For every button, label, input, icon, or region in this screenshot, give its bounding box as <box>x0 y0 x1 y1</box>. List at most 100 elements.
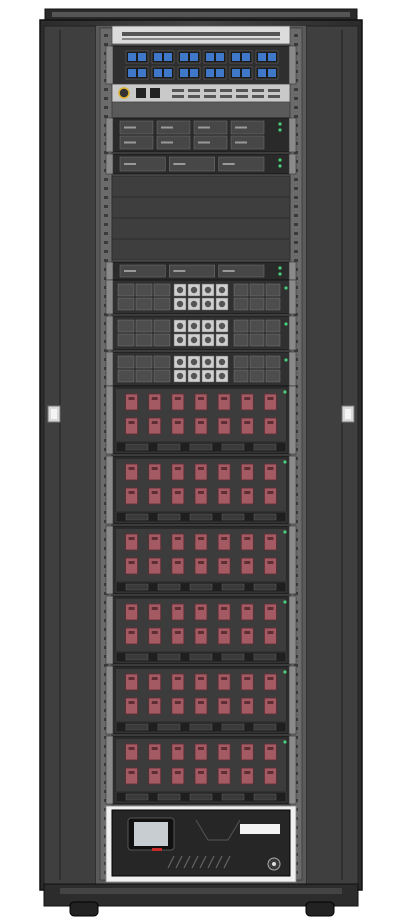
drive-bay[interactable] <box>265 297 281 311</box>
drive-bay[interactable] <box>265 319 281 333</box>
io-module[interactable] <box>221 583 245 591</box>
disk-drive[interactable] <box>125 417 138 435</box>
drive-bay[interactable] <box>249 297 265 311</box>
drive-bay[interactable] <box>153 355 171 369</box>
sfp-port[interactable] <box>164 69 172 77</box>
disk-drive[interactable] <box>217 627 231 645</box>
io-module[interactable] <box>221 653 245 661</box>
sfp-port[interactable] <box>190 69 198 77</box>
jbod-4[interactable] <box>105 595 297 665</box>
top-blanking[interactable] <box>111 25 291 45</box>
disk-drive[interactable] <box>148 697 162 715</box>
sfp-port[interactable] <box>268 69 276 77</box>
disk-drive[interactable] <box>148 557 162 575</box>
disk-drive[interactable] <box>125 603 138 621</box>
io-module[interactable] <box>221 723 245 731</box>
drive-bay[interactable] <box>135 333 153 347</box>
jbod-1[interactable] <box>105 385 297 455</box>
jbod-3[interactable] <box>105 525 297 595</box>
disk-drive[interactable] <box>148 417 162 435</box>
server-1u-a[interactable] <box>105 153 297 175</box>
io-module[interactable] <box>157 443 181 451</box>
disk-drive[interactable] <box>264 673 277 691</box>
jbod-5[interactable] <box>105 665 297 735</box>
drive-bay[interactable] <box>249 333 265 347</box>
drive-bay[interactable] <box>169 156 215 172</box>
drive-bay[interactable] <box>135 355 153 369</box>
drive-bay[interactable] <box>117 369 135 383</box>
disk-drive[interactable] <box>217 393 231 411</box>
disk-drive[interactable] <box>264 533 277 551</box>
sfp-port[interactable] <box>128 69 136 77</box>
sfp-port[interactable] <box>206 53 214 61</box>
drive-bay[interactable] <box>119 264 166 278</box>
disk-drive[interactable] <box>264 743 277 761</box>
disk-drive[interactable] <box>194 767 208 785</box>
disk-drive[interactable] <box>148 603 162 621</box>
drive-bay[interactable] <box>193 135 228 150</box>
server-1u-b[interactable] <box>105 261 297 281</box>
drive-bay[interactable] <box>249 355 265 369</box>
sfp-port[interactable] <box>232 69 240 77</box>
disk-drive[interactable] <box>217 767 231 785</box>
disk-drive[interactable] <box>148 393 162 411</box>
drive-bay[interactable] <box>218 156 265 172</box>
drive-bay[interactable] <box>233 297 249 311</box>
drive-bay[interactable] <box>135 283 153 297</box>
io-module[interactable] <box>157 723 181 731</box>
disk-drive[interactable] <box>148 743 162 761</box>
drive-bay[interactable] <box>249 369 265 383</box>
storage-array-3[interactable] <box>105 351 297 387</box>
disk-drive[interactable] <box>125 533 138 551</box>
io-module[interactable] <box>125 653 149 661</box>
io-module[interactable] <box>157 583 181 591</box>
blank-area[interactable] <box>111 175 291 261</box>
disk-drive[interactable] <box>171 417 185 435</box>
power-switch-icon[interactable] <box>118 87 130 99</box>
io-module[interactable] <box>125 443 149 451</box>
disk-drive[interactable] <box>217 463 231 481</box>
disk-drive[interactable] <box>125 697 138 715</box>
disk-drive[interactable] <box>240 533 254 551</box>
io-module[interactable] <box>125 793 149 801</box>
drive-bay[interactable] <box>265 369 281 383</box>
disk-drive[interactable] <box>217 487 231 505</box>
disk-drive[interactable] <box>148 627 162 645</box>
disk-drive[interactable] <box>171 463 185 481</box>
disk-drive[interactable] <box>125 767 138 785</box>
io-module[interactable] <box>157 513 181 521</box>
disk-drive[interactable] <box>264 603 277 621</box>
drive-bay[interactable] <box>218 264 265 278</box>
drive-bay[interactable] <box>119 120 154 135</box>
io-module[interactable] <box>189 583 213 591</box>
disk-drive[interactable] <box>194 743 208 761</box>
io-module[interactable] <box>125 513 149 521</box>
disk-drive[interactable] <box>217 743 231 761</box>
disk-drive[interactable] <box>264 487 277 505</box>
disk-drive[interactable] <box>240 743 254 761</box>
disk-drive[interactable] <box>171 603 185 621</box>
disk-drive[interactable] <box>171 673 185 691</box>
io-module[interactable] <box>253 723 277 731</box>
disk-drive[interactable] <box>264 627 277 645</box>
sfp-port[interactable] <box>190 53 198 61</box>
sfp-port[interactable] <box>232 53 240 61</box>
sfp-port[interactable] <box>164 53 172 61</box>
disk-drive[interactable] <box>264 697 277 715</box>
disk-drive[interactable] <box>125 673 138 691</box>
drive-bay[interactable] <box>153 369 171 383</box>
disk-drive[interactable] <box>194 603 208 621</box>
disk-drive[interactable] <box>171 743 185 761</box>
disk-drive[interactable] <box>125 463 138 481</box>
io-module[interactable] <box>125 723 149 731</box>
jbod-2[interactable] <box>105 455 297 525</box>
io-module[interactable] <box>189 443 213 451</box>
disk-drive[interactable] <box>240 697 254 715</box>
sfp-port[interactable] <box>180 69 188 77</box>
io-module[interactable] <box>253 653 277 661</box>
disk-drive[interactable] <box>171 557 185 575</box>
disk-drive[interactable] <box>148 673 162 691</box>
sfp-port[interactable] <box>154 53 162 61</box>
disk-drive[interactable] <box>240 417 254 435</box>
disk-drive[interactable] <box>240 603 254 621</box>
